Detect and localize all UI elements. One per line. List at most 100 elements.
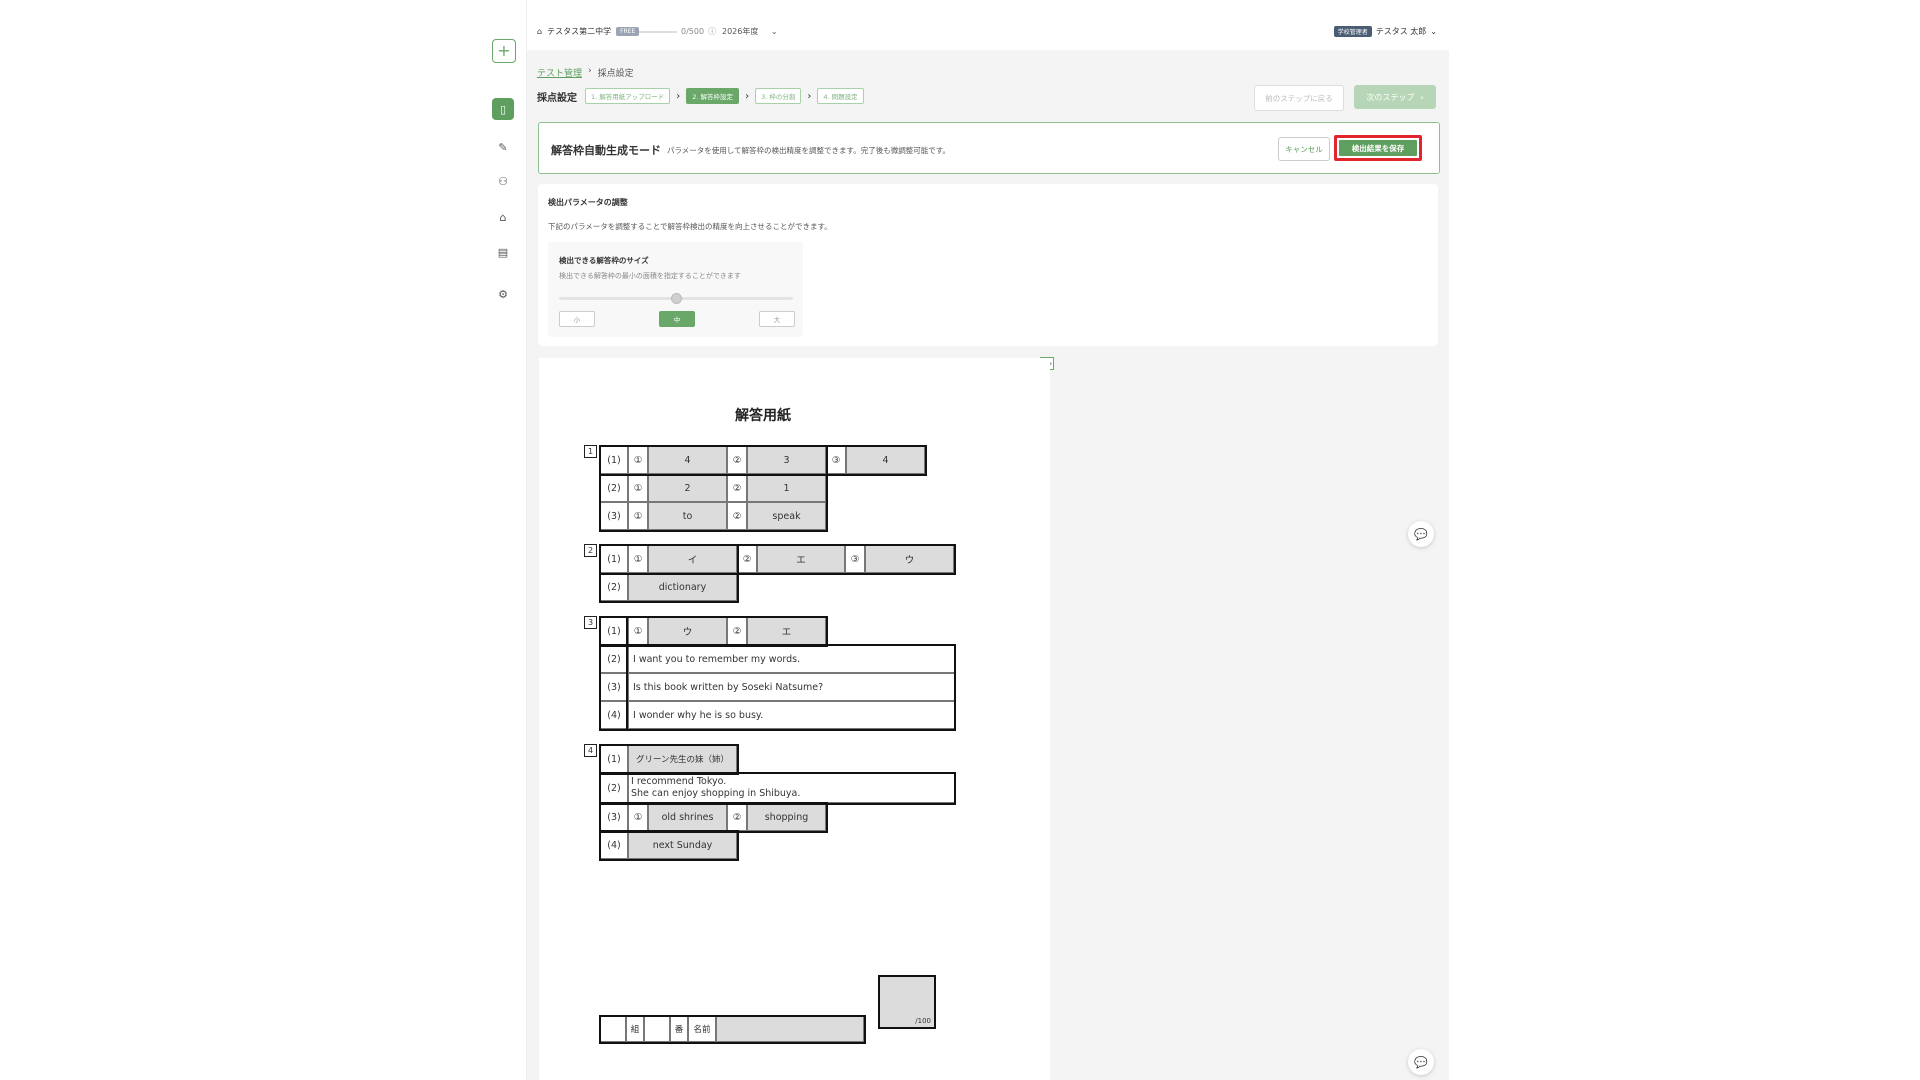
answer-cell: (2) bbox=[600, 645, 628, 673]
gear-icon[interactable]: ⚙ bbox=[498, 287, 508, 301]
answer-cell: ② bbox=[727, 803, 747, 831]
chevron-right-icon: › bbox=[1420, 92, 1424, 102]
parameter-panel: 検出パラメータの調整 下記のパラメータを調整することで解答枠検出の精度を向上させ… bbox=[538, 184, 1438, 346]
plus-icon[interactable]: + bbox=[492, 39, 516, 63]
book-icon[interactable]: ▤ bbox=[497, 245, 509, 259]
answer-box[interactable]: 2 bbox=[648, 474, 727, 502]
breadcrumb-current: 採点設定 bbox=[597, 69, 634, 79]
answer-box[interactable]: エ bbox=[747, 617, 826, 645]
cancel-button[interactable]: キャンセル bbox=[1278, 137, 1330, 161]
answer-cell: (2) bbox=[600, 474, 628, 502]
mode-description: パラメータを使用して解答枠の検出精度を調整できます。完了後も微調整可能です。 bbox=[667, 146, 951, 155]
answer-cell: (1) bbox=[600, 545, 628, 573]
step-split[interactable]: 3. 枠の分割 bbox=[755, 88, 802, 104]
answer-cell: (3) bbox=[600, 673, 628, 701]
school-name: テスタス第二中学 bbox=[547, 27, 612, 36]
answer-box[interactable]: エ bbox=[757, 545, 845, 573]
step-answer-box[interactable]: 2. 解答枠設定 bbox=[686, 88, 740, 104]
class-label: 組 bbox=[626, 1016, 644, 1042]
save-detection-button[interactable]: 検出結果を保存 bbox=[1334, 135, 1422, 161]
pen-icon[interactable]: ✎ bbox=[498, 140, 508, 154]
answer-cell: ① bbox=[628, 474, 648, 502]
answer-cell: (2) bbox=[600, 573, 628, 601]
sidebar: + ▯ ✎ ⚇ ⌂ ▤ ⚙ bbox=[480, 0, 527, 1080]
size-description: 検出できる解答枠の最小の面積を指定することができます bbox=[559, 272, 741, 280]
name-label: 名前 bbox=[688, 1016, 716, 1042]
answer-cell: ② bbox=[727, 502, 747, 530]
answer-cell: (4) bbox=[600, 701, 628, 729]
comment-icon[interactable]: 💬 bbox=[1408, 521, 1434, 547]
answer-line-1: I recommend Tokyo. bbox=[631, 776, 727, 787]
answer-box[interactable]: 3 bbox=[747, 446, 826, 474]
document-icon[interactable]: ▯ bbox=[492, 98, 514, 120]
param-description: 下記のパラメータを調整することで解答枠検出の精度を向上させることができます。 bbox=[548, 222, 832, 231]
chevron-right-icon: › bbox=[676, 90, 681, 102]
answer-box[interactable]: 4 bbox=[648, 446, 727, 474]
step-upload[interactable]: 1. 解答用紙アップロード bbox=[585, 88, 671, 104]
step-question[interactable]: 4. 問題設定 bbox=[817, 88, 864, 104]
topbar: ⌂ テスタス第二中学 FREE 0/500 ⓘ 2026年度 ⌄ 学校管理者 テ… bbox=[527, 0, 1449, 50]
size-small-button[interactable]: 小 bbox=[559, 311, 595, 327]
school-icon: ⌂ bbox=[537, 27, 543, 36]
answer-box[interactable]: to bbox=[648, 502, 727, 530]
plan-badge: FREE bbox=[616, 27, 640, 36]
prev-step-button[interactable]: 前のステップに戻る bbox=[1254, 85, 1344, 111]
answer-box[interactable]: ウ bbox=[648, 617, 727, 645]
class-input[interactable] bbox=[600, 1016, 626, 1042]
quota-text: 0/500 bbox=[681, 27, 705, 36]
size-setting: 検出できる解答枠のサイズ 検出できる解答枠の最小の面積を指定することができます … bbox=[548, 242, 803, 337]
answer-cell: (4) bbox=[600, 831, 628, 859]
answer-cell: ① bbox=[628, 502, 648, 530]
answer-box[interactable]: I recommend Tokyo. She can enjoy shoppin… bbox=[628, 773, 955, 803]
school-selector[interactable]: ⌂ テスタス第二中学 FREE bbox=[537, 26, 640, 37]
chevron-down-icon: ⌄ bbox=[770, 27, 778, 36]
size-slider[interactable] bbox=[559, 293, 793, 304]
answer-box[interactable]: next Sunday bbox=[628, 831, 737, 859]
answer-box[interactable]: 1 bbox=[747, 474, 826, 502]
answer-box[interactable]: dictionary bbox=[628, 573, 737, 601]
answer-box[interactable]: I wonder why he is so busy. bbox=[628, 701, 955, 729]
answer-box[interactable]: 4 bbox=[846, 446, 925, 474]
answer-sheet: 解答用紙 1 (1) ① 4 ② 3 ③ 4 (2) ① 2 ② 1 (3) ①… bbox=[539, 358, 1050, 1080]
answer-box[interactable]: speak bbox=[747, 502, 826, 530]
comment-icon[interactable]: 💬 bbox=[1408, 1049, 1434, 1075]
answer-cell: (1) bbox=[600, 745, 628, 773]
param-title: 検出パラメータの調整 bbox=[548, 198, 628, 207]
answer-cell: ③ bbox=[826, 446, 846, 474]
breadcrumb: テスト管理 › 採点設定 bbox=[537, 66, 634, 79]
size-title: 検出できる解答枠のサイズ bbox=[559, 256, 649, 265]
answer-box[interactable]: Is this book written by Soseki Natsume? bbox=[628, 673, 955, 701]
next-step-button[interactable]: 次のステップ › bbox=[1354, 85, 1436, 109]
answer-cell: (1) bbox=[600, 446, 628, 474]
step-indicator: 採点設定 1. 解答用紙アップロード › 2. 解答枠設定 › 3. 枠の分割 … bbox=[537, 88, 864, 104]
slider-handle[interactable] bbox=[671, 293, 682, 304]
answer-cell: ② bbox=[727, 474, 747, 502]
number-label: 番 bbox=[670, 1016, 688, 1042]
breadcrumb-parent[interactable]: テスト管理 bbox=[537, 69, 583, 79]
number-input[interactable] bbox=[644, 1016, 670, 1042]
user-menu[interactable]: 学校管理者 テスタス 太郎 ⌄ bbox=[1333, 26, 1437, 37]
save-detection-label: 検出結果を保存 bbox=[1339, 140, 1417, 156]
help-icon[interactable]: ⓘ bbox=[708, 27, 717, 36]
section-number: 4 bbox=[584, 744, 597, 757]
graduation-cap-icon[interactable]: ⌂ bbox=[499, 210, 507, 224]
size-medium-button[interactable]: 中 bbox=[659, 311, 695, 327]
quota-bar bbox=[639, 30, 677, 33]
answer-box[interactable]: イ bbox=[648, 545, 737, 573]
answer-box[interactable]: グリーン先生の妹（姉） bbox=[628, 745, 737, 773]
answer-cell: ③ bbox=[845, 545, 865, 573]
users-icon[interactable]: ⚇ bbox=[498, 174, 508, 188]
answer-cell: ① bbox=[628, 803, 648, 831]
score-box[interactable]: /100 bbox=[878, 975, 936, 1029]
size-large-button[interactable]: 大 bbox=[759, 311, 795, 327]
quota-indicator: 0/500 ⓘ bbox=[639, 26, 716, 37]
answer-box[interactable]: shopping bbox=[747, 803, 826, 831]
year-selector[interactable]: 2026年度 ⌄ bbox=[722, 26, 778, 37]
answer-box[interactable]: I want you to remember my words. bbox=[628, 645, 955, 673]
section-number: 3 bbox=[584, 616, 597, 629]
answer-box[interactable]: old shrines bbox=[648, 803, 727, 831]
answer-box[interactable]: ウ bbox=[865, 545, 954, 573]
name-input[interactable] bbox=[716, 1016, 864, 1042]
answer-cell: ② bbox=[727, 446, 747, 474]
